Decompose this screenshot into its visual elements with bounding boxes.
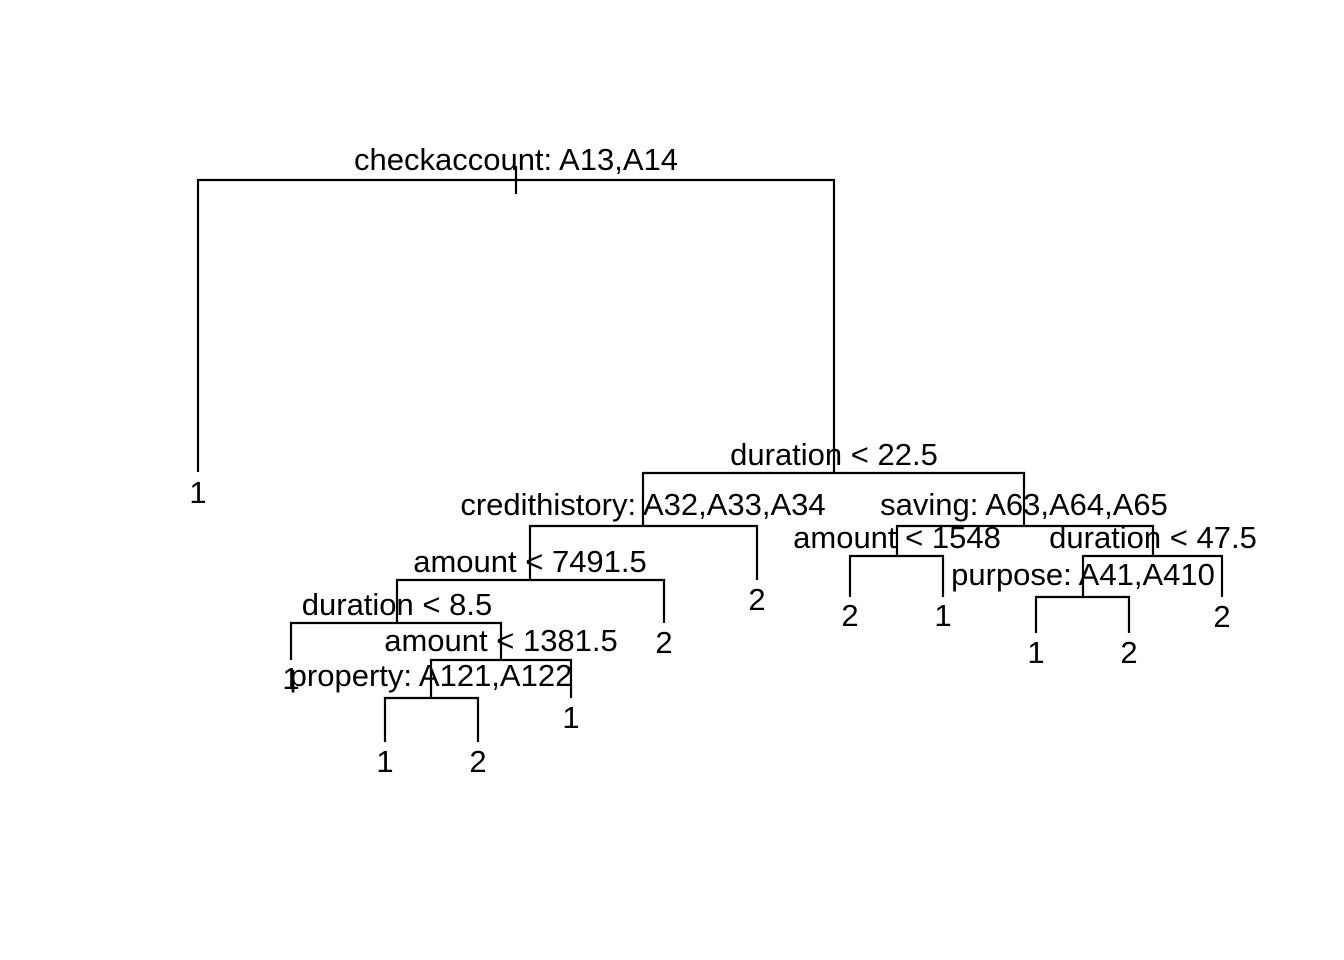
split-label-s2: credithistory: A32,A33,A34 [460, 487, 825, 522]
split-label-s7: saving: A63,A64,A65 [880, 487, 1168, 522]
s3-branch [395, 578, 666, 623]
split-label-s5: amount < 1381.5 [384, 623, 618, 658]
leaf-label: 2 [1213, 599, 1230, 634]
split-label-s6: property: A121,A122 [290, 658, 573, 693]
s7-branch [895, 524, 1155, 556]
s9-branch [1081, 554, 1224, 597]
s8-branch [848, 554, 945, 597]
s10-branch [1034, 595, 1131, 633]
tree-branches [196, 166, 1224, 742]
leaf-label: 2 [655, 625, 672, 660]
leaf-label: 2 [469, 744, 486, 779]
split-label-s9: duration < 47.5 [1049, 520, 1257, 555]
leaf-label: 1 [934, 598, 951, 633]
leaf-label: 2 [748, 582, 765, 617]
split-label-s4: duration < 8.5 [302, 587, 492, 622]
leaf-label: 2 [841, 598, 858, 633]
split-label-root: checkaccount: A13,A14 [354, 142, 678, 177]
leaf-label: 1 [1027, 635, 1044, 670]
leaf-label: 1 [562, 700, 579, 735]
split-label-s3: amount < 7491.5 [413, 544, 647, 579]
s6-branch [383, 696, 480, 742]
leaf-label: 1 [376, 744, 393, 779]
s5-branch [429, 658, 573, 698]
root-branch [196, 178, 836, 472]
s2-branch [528, 524, 759, 580]
leaf-label: 1 [189, 475, 206, 510]
leaf-labels: 1 1 1 2 1 2 2 2 1 1 2 2 [189, 475, 1230, 779]
split-label-s8: amount < 1548 [793, 520, 1001, 555]
s1-branch [641, 471, 1026, 526]
split-label-s1: duration < 22.5 [730, 437, 938, 472]
leaf-label: 2 [1120, 635, 1137, 670]
leaf-label: 1 [282, 661, 299, 696]
split-labels: checkaccount: A13,A14 duration < 22.5 cr… [290, 142, 1257, 693]
s4-branch [289, 621, 503, 660]
split-label-s10: purpose: A41,A410 [951, 557, 1215, 592]
